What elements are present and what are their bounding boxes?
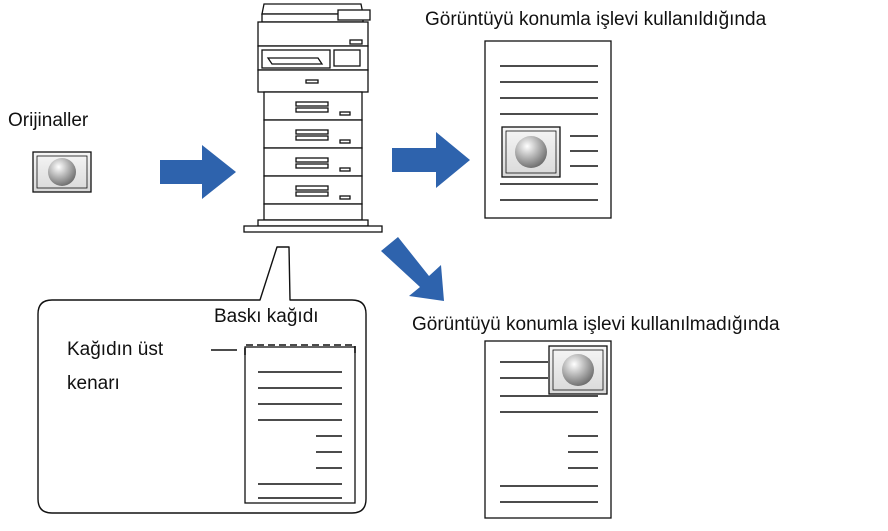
originals-label: Orijinaller [8, 110, 89, 131]
with-function-label: Görüntüyü konumla işlevi kullanıldığında [425, 9, 767, 30]
paper-top-edge-label-line2: kenarı [67, 373, 120, 394]
ball-image-icon [48, 158, 76, 186]
print-paper-label: Baskı kağıdı [214, 306, 319, 327]
without-function-label: Görüntüyü konumla işlevi kullanılmadığın… [412, 314, 780, 335]
arrow-to-result-without-function [381, 237, 444, 301]
paper-top-edge-label-line1: Kağıdın üst [67, 339, 164, 360]
ball-image-icon [562, 354, 594, 386]
printer-icon [243, 3, 383, 233]
arrow-to-machine [160, 145, 236, 199]
print-paper-icon [211, 344, 356, 504]
ball-image-icon [515, 136, 547, 168]
original-thumbnail [32, 151, 92, 193]
result-page-with-function [484, 40, 612, 219]
arrow-to-result-with-function [392, 132, 470, 188]
result-page-without-function [484, 340, 612, 519]
